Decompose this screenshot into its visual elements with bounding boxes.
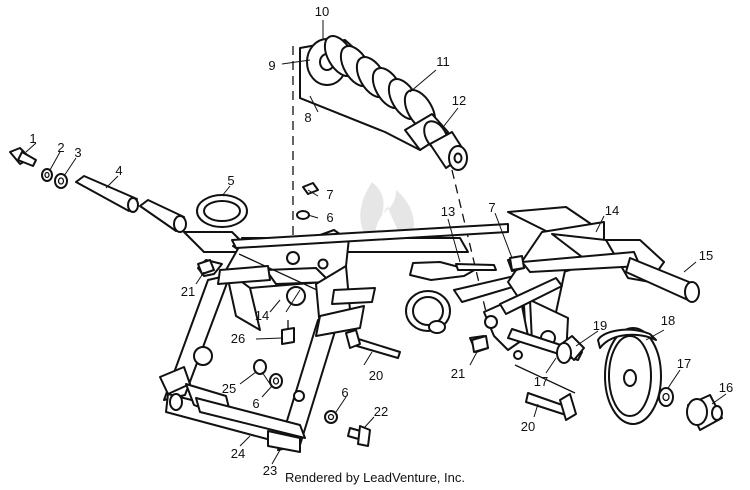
callout-26: 26 — [231, 331, 245, 346]
callout-9: 9 — [268, 58, 275, 73]
callout-7b: 7 — [488, 200, 495, 215]
callout-10: 10 — [315, 4, 329, 19]
callout-15: 15 — [699, 248, 713, 263]
callout-20a: 20 — [369, 368, 383, 383]
callout-18: 18 — [661, 313, 675, 328]
callout-13: 13 — [441, 204, 455, 219]
shock-absorber — [292, 35, 487, 313]
callout-3: 3 — [74, 145, 81, 160]
callout-11: 11 — [436, 54, 450, 69]
callout-8: 8 — [304, 110, 311, 125]
callout-16: 16 — [719, 380, 733, 395]
front-arm-assembly — [159, 194, 469, 453]
callout-20b: 20 — [521, 419, 535, 434]
leader-lines — [25, 20, 727, 465]
callout-7a: 7 — [326, 187, 333, 202]
callout-14a: 14 — [605, 203, 619, 218]
rear-arm-assembly — [197, 206, 700, 394]
callout-24: 24 — [231, 446, 245, 461]
callout-14b: 14 — [255, 308, 269, 323]
callout-6c: 6 — [341, 385, 348, 400]
callout-23: 23 — [263, 463, 277, 478]
callout-4: 4 — [115, 163, 122, 178]
callout-12: 12 — [452, 93, 466, 108]
shaft-hardware — [9, 147, 187, 233]
callout-17b: 17 — [677, 356, 691, 371]
callout-21b: 21 — [451, 366, 465, 381]
callout-17a: 17 — [534, 374, 548, 389]
callout-22: 22 — [374, 404, 388, 419]
footer-credit: Rendered by LeadVenture, Inc. — [285, 470, 465, 485]
callout-2: 2 — [57, 140, 64, 155]
callout-1: 1 — [29, 131, 36, 146]
idler-wheel — [197, 182, 723, 447]
callout-19: 19 — [593, 318, 607, 333]
callout-5: 5 — [227, 173, 234, 188]
callout-labels: 1 2 3 4 5 6 7 8 9 10 11 12 13 7 14 15 21… — [29, 4, 733, 478]
coil-spring — [323, 35, 437, 131]
callout-6a: 6 — [326, 210, 333, 225]
callout-21a: 21 — [181, 284, 195, 299]
callout-25: 25 — [222, 381, 236, 396]
callout-6b: 6 — [252, 396, 259, 411]
